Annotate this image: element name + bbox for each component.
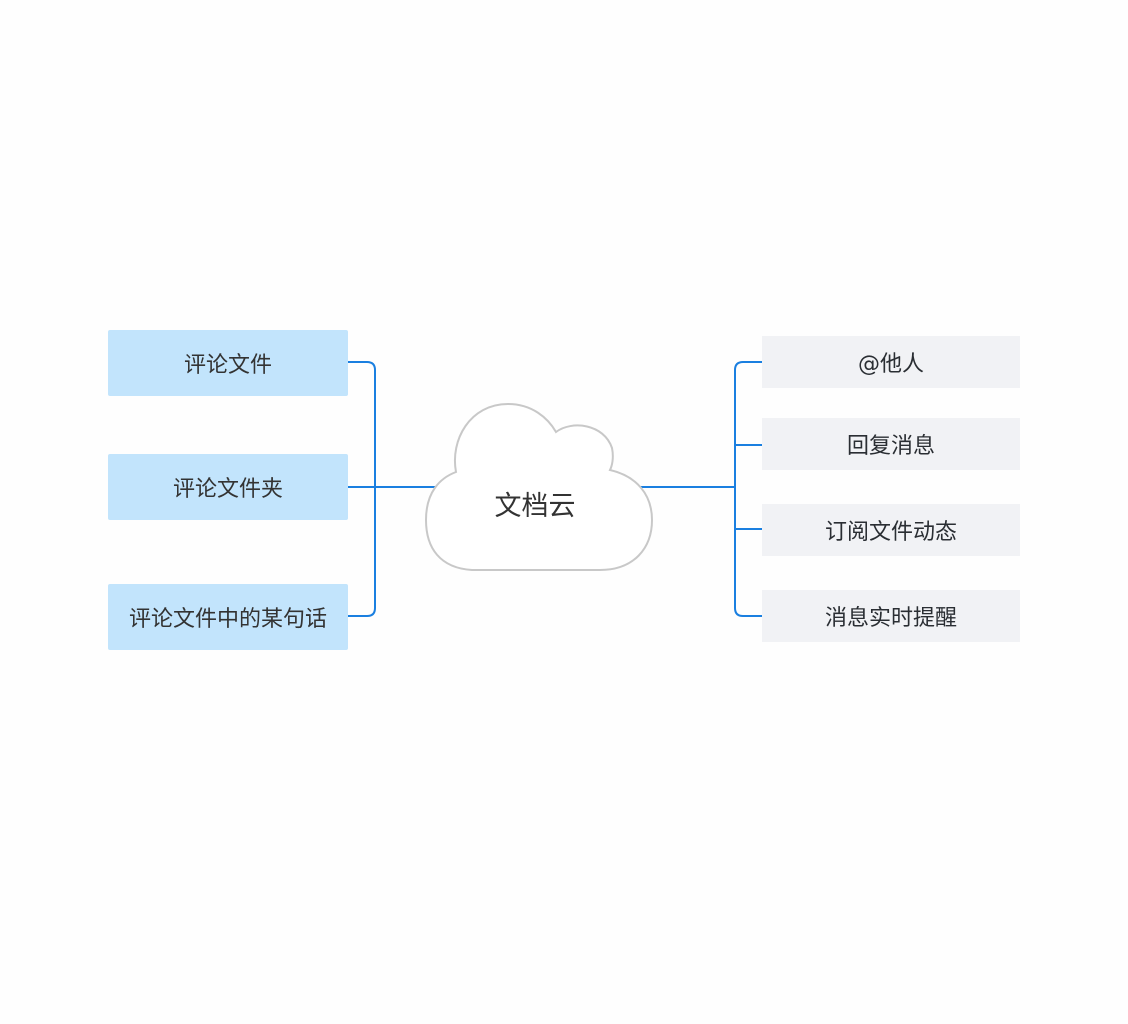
connector-right-bracket: [734, 361, 762, 617]
right-topic-reply[interactable]: 回复消息: [762, 418, 1020, 470]
right-topic-subscribe[interactable]: 订阅文件动态: [762, 504, 1020, 556]
left-connectors: [348, 361, 438, 617]
connector-left-1: [348, 361, 376, 617]
left-topic-comment-sentence[interactable]: 评论文件中的某句话: [108, 584, 348, 650]
right-connectors: [640, 361, 762, 617]
left-topic-comment-folder[interactable]: 评论文件夹: [108, 454, 348, 520]
right-topic-mention[interactable]: @他人: [762, 336, 1020, 388]
right-topic-realtime-alert[interactable]: 消息实时提醒: [762, 590, 1020, 642]
left-topic-comment-file[interactable]: 评论文件: [108, 330, 348, 396]
central-topic[interactable]: 文档云: [494, 490, 576, 522]
cloud-shape: [424, 402, 654, 571]
